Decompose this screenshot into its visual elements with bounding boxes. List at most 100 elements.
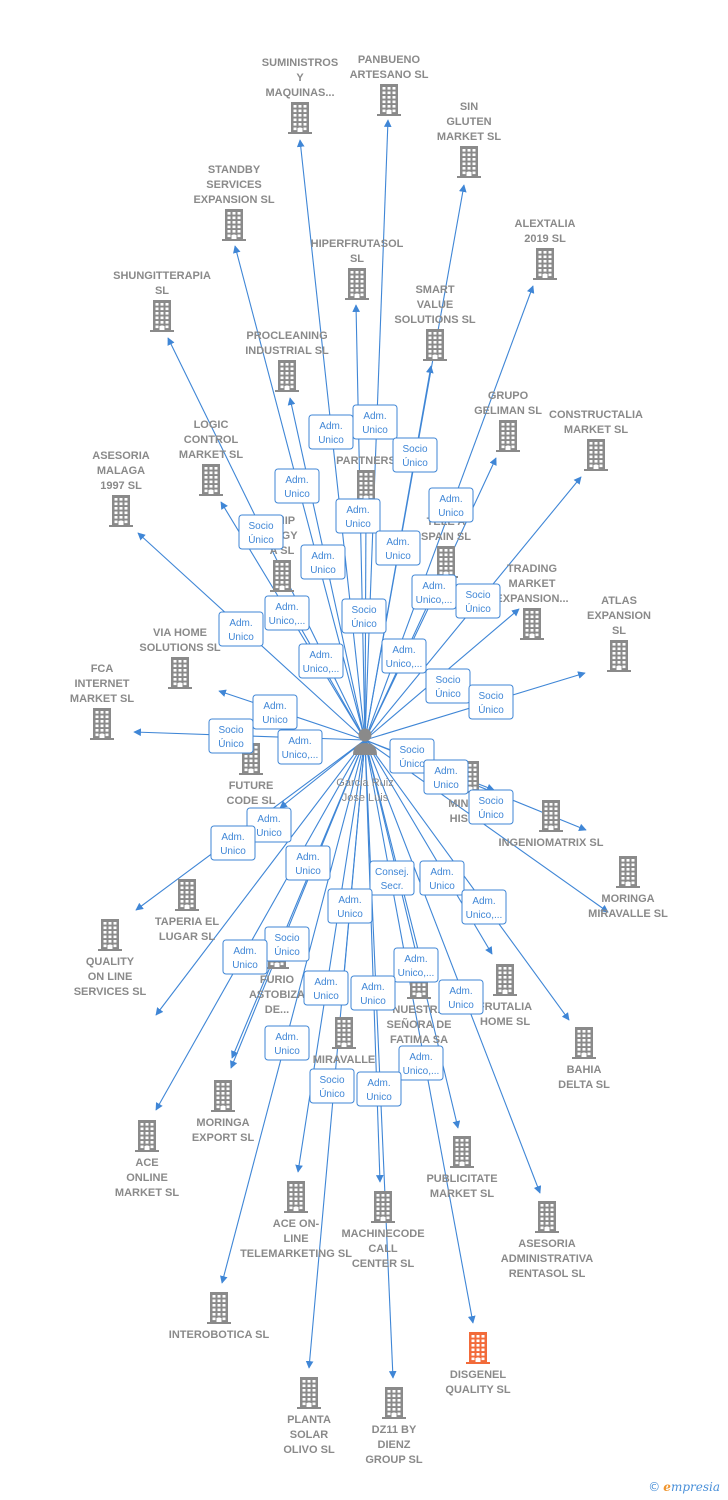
relation-badge[interactable]: Adm.Unico,...	[264, 595, 310, 631]
company-label-line: NUESTRA	[392, 1004, 445, 1016]
relation-label-line: Único	[248, 533, 274, 546]
company-label-line: SOLAR	[290, 1429, 329, 1441]
company-node-trading[interactable]: TRADINGMARKETEXPANSION...	[495, 563, 569, 640]
relation-badge[interactable]: Adm.Unico	[352, 404, 398, 440]
relation-badge[interactable]: Adm.Unico	[428, 487, 474, 523]
company-label-line: PROCLEANING	[246, 330, 327, 342]
company-node-tele[interactable]: TELE ASPAIN SL	[421, 516, 471, 578]
relation-badge[interactable]: Adm.Unico	[419, 860, 465, 896]
company-node-suministros[interactable]: SUMINISTROSYMAQUINAS...	[262, 57, 338, 134]
relation-badge[interactable]: Adm.Unico	[308, 414, 354, 450]
relation-badge[interactable]: Adm.Unico,...	[461, 889, 507, 925]
relation-badge[interactable]: Adm.Unico,...	[398, 1045, 444, 1081]
relation-badge[interactable]: Adm.Unico	[210, 825, 256, 861]
relation-badge[interactable]: Adm.Unico	[285, 845, 331, 881]
building-icon	[457, 146, 481, 178]
relation-badge[interactable]: Adm.Unico	[264, 1025, 310, 1061]
relation-badge[interactable]: Adm.Unico,...	[277, 729, 323, 765]
company-label-line: QUALITY SL	[445, 1384, 510, 1396]
relation-badge[interactable]: Adm.Unico	[335, 498, 381, 534]
relation-badge[interactable]: Consej.Secr.	[369, 860, 415, 896]
relation-badge[interactable]: Adm.Unico,...	[411, 574, 457, 610]
footer-brand[interactable]: ©empresia	[648, 1480, 720, 1494]
relation-label-line: Adm.	[386, 537, 409, 548]
company-label-line: LINE	[283, 1233, 308, 1245]
company-node-partners[interactable]: PARTNERS	[336, 455, 396, 502]
relation-label-line: Unico,...	[398, 968, 435, 979]
company-node-interobotica[interactable]: INTEROBOTICA SL	[169, 1292, 270, 1341]
relation-badge[interactable]: Adm.Unico	[356, 1071, 402, 1107]
relation-badge[interactable]: Adm.Unico	[218, 611, 264, 647]
relation-label-line: Único	[351, 617, 377, 630]
company-label-line: PANBUENO	[358, 54, 421, 66]
relation-label-line: Adm.	[439, 494, 462, 505]
relation-badge[interactable]: Adm.Unico,...	[298, 643, 344, 679]
relation-badge[interactable]: Adm.Unico	[350, 975, 396, 1011]
relation-badge[interactable]: Adm.Unico	[423, 759, 469, 795]
relation-badge[interactable]: Adm.Unico	[252, 694, 298, 730]
company-node-ingeniomatrix[interactable]: INGENIOMATRIX SL	[499, 800, 604, 849]
relation-badge[interactable]: Adm.Unico	[303, 970, 349, 1006]
relation-label-line: Socio	[319, 1075, 344, 1086]
relation-badge[interactable]: Adm.Unico	[274, 468, 320, 504]
relation-badge[interactable]: Adm.Unico	[327, 888, 373, 924]
relation-badge[interactable]: Adm.Unico,...	[381, 638, 427, 674]
company-node-miravalle[interactable]: MIRAVALLE	[313, 1017, 376, 1066]
building-icon	[222, 209, 246, 241]
building-icon	[520, 608, 544, 640]
relation-label-line: Socio	[435, 675, 460, 686]
relation-badge[interactable]: Adm.Unico	[222, 939, 268, 975]
relation-label-line: Adm.	[288, 736, 311, 747]
brand-logo-e: e	[663, 1480, 671, 1494]
relation-badge[interactable]: Adm.Unico	[246, 807, 292, 843]
relation-label-line: Unico	[448, 1000, 474, 1011]
relation-badge[interactable]: Adm.Unico	[375, 530, 421, 566]
relation-badge[interactable]: Adm.Unico	[438, 979, 484, 1015]
relation-badge[interactable]: Adm.Unico,...	[393, 947, 439, 983]
relation-label-line: Adm.	[296, 852, 319, 863]
company-label-line: LUGAR SL	[159, 931, 216, 943]
relation-badge[interactable]: Adm.Unico	[300, 544, 346, 580]
